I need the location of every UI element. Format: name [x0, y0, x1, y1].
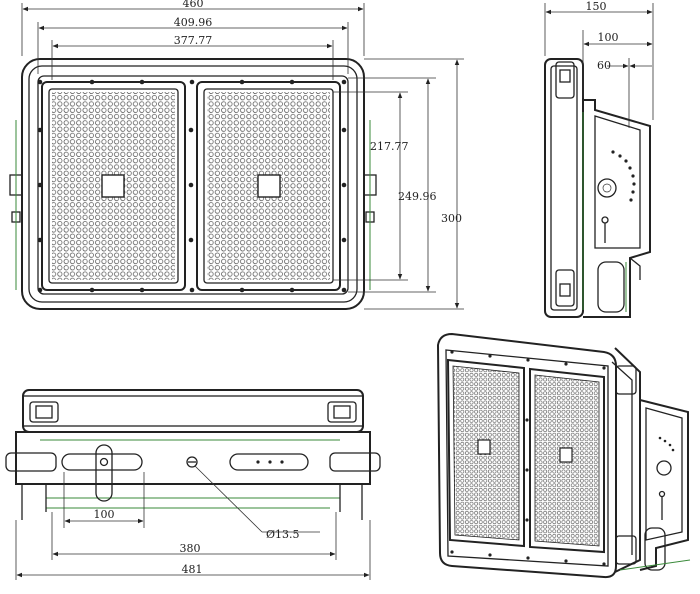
bottom-left-knob — [5, 452, 57, 472]
left-center-square — [101, 174, 125, 198]
side-view: 150 100 60 — [544, 0, 654, 318]
side-bracket-slot — [597, 261, 625, 313]
dim-bottom-hole-diameter: Ø13.5 — [266, 528, 300, 541]
front-screws — [37, 79, 347, 293]
side-pivot-knob — [597, 178, 617, 198]
isometric-view — [436, 332, 691, 579]
front-view: 460 409.96 377.77 217.77 249.96 300 — [9, 0, 464, 310]
bottom-left-slot — [61, 453, 143, 471]
iso-right-module — [529, 367, 605, 554]
bottom-right-slot — [229, 453, 309, 471]
bottom-left-latch — [29, 401, 59, 423]
side-top-latch — [555, 61, 575, 99]
iso-bottom-latch — [615, 535, 637, 565]
iso-pivot-knob — [656, 460, 672, 476]
dim-bottom-overall-width: 481 — [182, 563, 203, 576]
bottom-right-latch — [327, 401, 357, 423]
dim-front-lens-height: 249.96 — [398, 190, 437, 203]
side-angle-scale — [611, 150, 636, 202]
iso-screws — [450, 350, 606, 566]
iso-mount-bracket — [639, 399, 689, 571]
dim-front-lens-width: 409.96 — [174, 16, 213, 29]
iso-top-latch — [615, 365, 637, 395]
bottom-right-knob — [329, 452, 381, 472]
bottom-bracket — [15, 431, 371, 485]
bottom-mount-hole — [186, 456, 198, 468]
iso-housing-front — [436, 332, 617, 579]
right-led-module — [196, 81, 341, 291]
dim-side-depth-inner: 100 — [598, 31, 619, 44]
dim-bottom-bracket-span: 380 — [180, 542, 201, 555]
bottom-view: 100 Ø13.5 380 481 — [5, 389, 381, 580]
dim-bottom-slot-spacing: 100 — [94, 508, 115, 521]
iso-left-module — [446, 358, 525, 548]
dim-side-depth-bracket: 60 — [597, 59, 611, 72]
dim-front-overall-height: 300 — [441, 212, 462, 225]
side-bottom-latch — [555, 269, 575, 307]
dim-front-overall-width: 460 — [183, 0, 204, 10]
dim-front-module-width: 377.77 — [174, 34, 213, 47]
right-center-square — [257, 174, 281, 198]
dim-side-depth: 150 — [586, 0, 607, 13]
dim-front-module-height: 217.77 — [370, 140, 409, 153]
side-mount-bracket — [583, 99, 651, 318]
